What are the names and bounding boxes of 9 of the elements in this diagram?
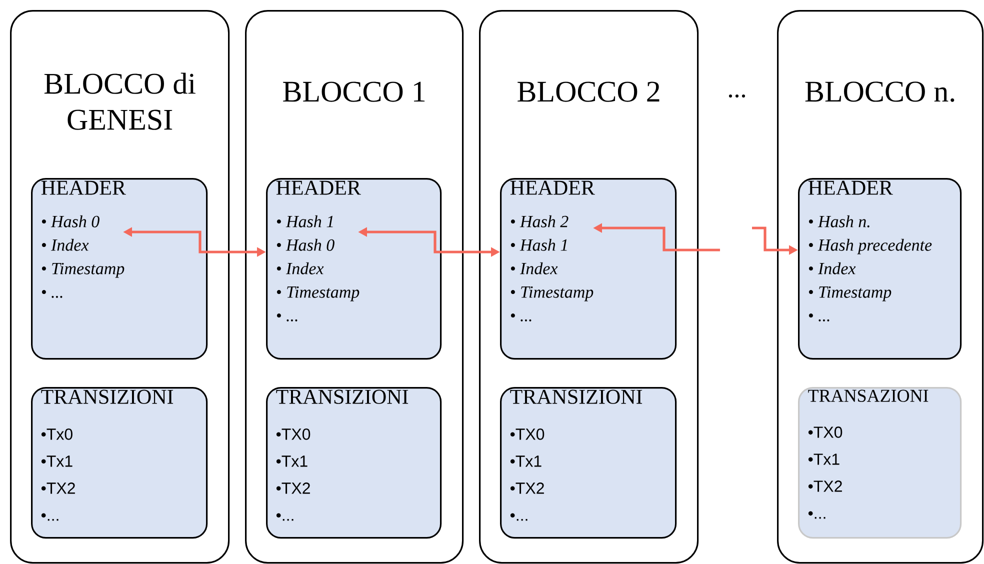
header-box: HEADER • Hash 0 • Index • Timestamp • ... [31, 178, 208, 360]
transactions-box: TRANSIZIONI •TX0 •Tx1 •TX2 •... [500, 387, 677, 539]
header-box: HEADER • Hash 1 • Hash 0 • Index • Timestamp • ... [266, 178, 442, 360]
transactions-box: TRANSAZIONI •TX0 •Tx1 •TX2 •... [798, 387, 962, 539]
ellipsis-label: ... [728, 94, 746, 98]
transactions-box: TRANSIZIONI •Tx0 •Tx1 •TX2 •... [31, 387, 208, 539]
header-box: HEADER • Hash n. • Hash precedente • Index • Timestamp • ... [798, 178, 962, 360]
header-box: HEADER • Hash 2 • Hash 1 • Index • Timestamp • ... [500, 178, 677, 360]
transactions-box: TRANSIZIONI •TX0 •Tx1 •TX2 •... [266, 387, 442, 539]
